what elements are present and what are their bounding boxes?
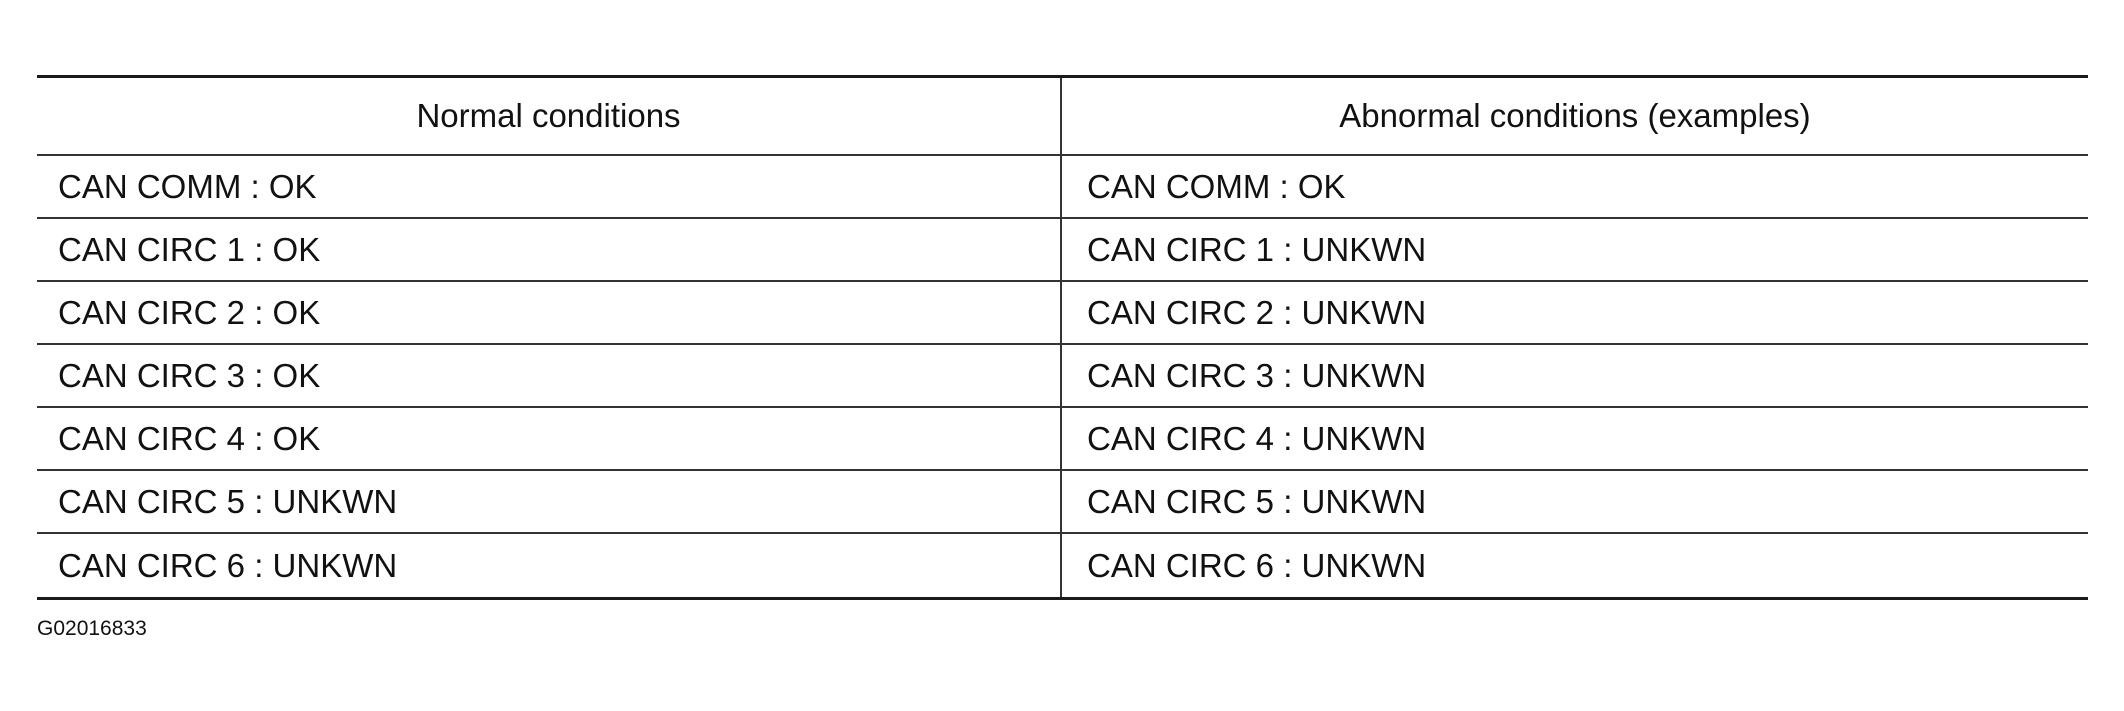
normal-cell: CAN CIRC 3 : OK (37, 345, 1062, 406)
normal-cell: CAN CIRC 1 : OK (37, 219, 1062, 280)
table-row: CAN CIRC 4 : OK CAN CIRC 4 : UNKWN (37, 408, 2088, 471)
abnormal-cell: CAN CIRC 6 : UNKWN (1087, 546, 1427, 584)
abnormal-cell: CAN CIRC 5 : UNKWN (1087, 482, 1427, 520)
abnormal-cell: CAN CIRC 1 : UNKWN (1087, 230, 1427, 268)
abnormal-cell: CAN CIRC 4 : UNKWN (1087, 419, 1427, 457)
abnormal-cell: CAN CIRC 2 : UNKWN (1087, 293, 1427, 331)
normal-cell: CAN CIRC 5 : UNKWN (37, 471, 1062, 532)
header-abnormal-conditions: Abnormal conditions (examples) (1339, 97, 1811, 134)
abnormal-cell: CAN CIRC 3 : UNKWN (1087, 356, 1427, 394)
table-row: CAN CIRC 5 : UNKWN CAN CIRC 5 : UNKWN (37, 471, 2088, 534)
normal-cell: CAN CIRC 2 : OK (37, 282, 1062, 343)
header-normal-conditions: Normal conditions (37, 78, 1062, 154)
table-row: CAN COMM : OK CAN COMM : OK (37, 156, 2088, 219)
normal-cell: CAN COMM : OK (37, 156, 1062, 217)
table-row: CAN CIRC 3 : OK CAN CIRC 3 : UNKWN (37, 345, 2088, 408)
table-row: CAN CIRC 1 : OK CAN CIRC 1 : UNKWN (37, 219, 2088, 282)
table-row: CAN CIRC 6 : UNKWN CAN CIRC 6 : UNKWN (37, 534, 2088, 597)
figure-id: G02016833 (37, 617, 147, 640)
abnormal-cell: CAN COMM : OK (1087, 167, 1346, 205)
normal-cell: CAN CIRC 6 : UNKWN (37, 534, 1062, 597)
table-row: CAN CIRC 2 : OK CAN CIRC 2 : UNKWN (37, 282, 2088, 345)
normal-cell: CAN CIRC 4 : OK (37, 408, 1062, 469)
table-header-row: Normal conditions Abnormal conditions (e… (37, 78, 2088, 156)
can-diagnosis-table: Normal conditions Abnormal conditions (e… (37, 75, 2088, 600)
